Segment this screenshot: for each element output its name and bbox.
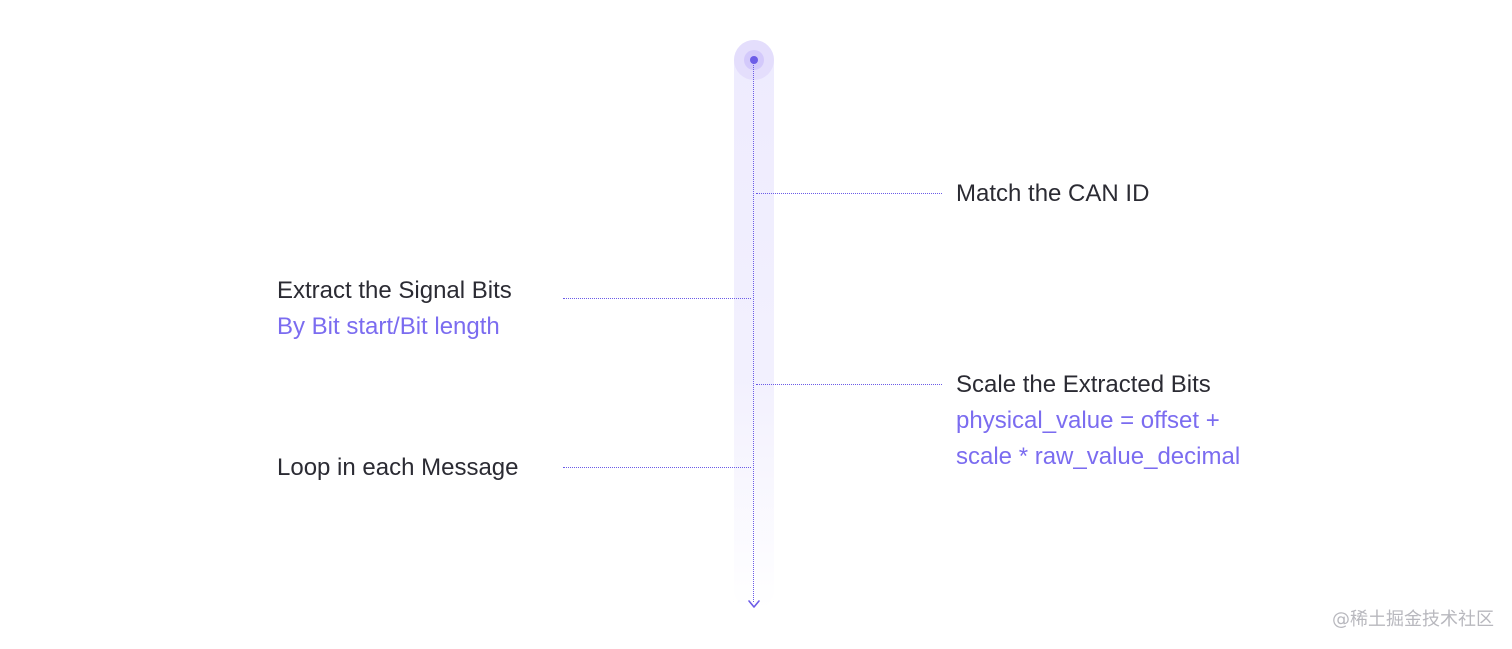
timeline-line bbox=[753, 62, 754, 602]
connector-scale bbox=[756, 384, 942, 385]
watermark: @稀土掘金技术社区 bbox=[1332, 609, 1494, 630]
arrow-down-icon bbox=[748, 600, 760, 608]
start-dot-icon bbox=[750, 56, 758, 64]
step-scale-title: Scale the Extracted Bits bbox=[956, 371, 1211, 398]
step-loop-title: Loop in each Message bbox=[277, 454, 519, 481]
timeline-track bbox=[734, 40, 774, 610]
connector-loop bbox=[563, 467, 751, 468]
step-scale-detail-line2: scale * raw_value_decimal bbox=[956, 443, 1241, 470]
step-scale-detail-line1: physical_value = offset + bbox=[956, 407, 1220, 434]
step-match-title: Match the CAN ID bbox=[956, 180, 1150, 207]
step-extract-title: Extract the Signal Bits bbox=[277, 277, 512, 304]
connector-extract bbox=[563, 298, 751, 299]
step-extract-detail: By Bit start/Bit length bbox=[277, 313, 500, 340]
connector-match bbox=[756, 193, 942, 194]
